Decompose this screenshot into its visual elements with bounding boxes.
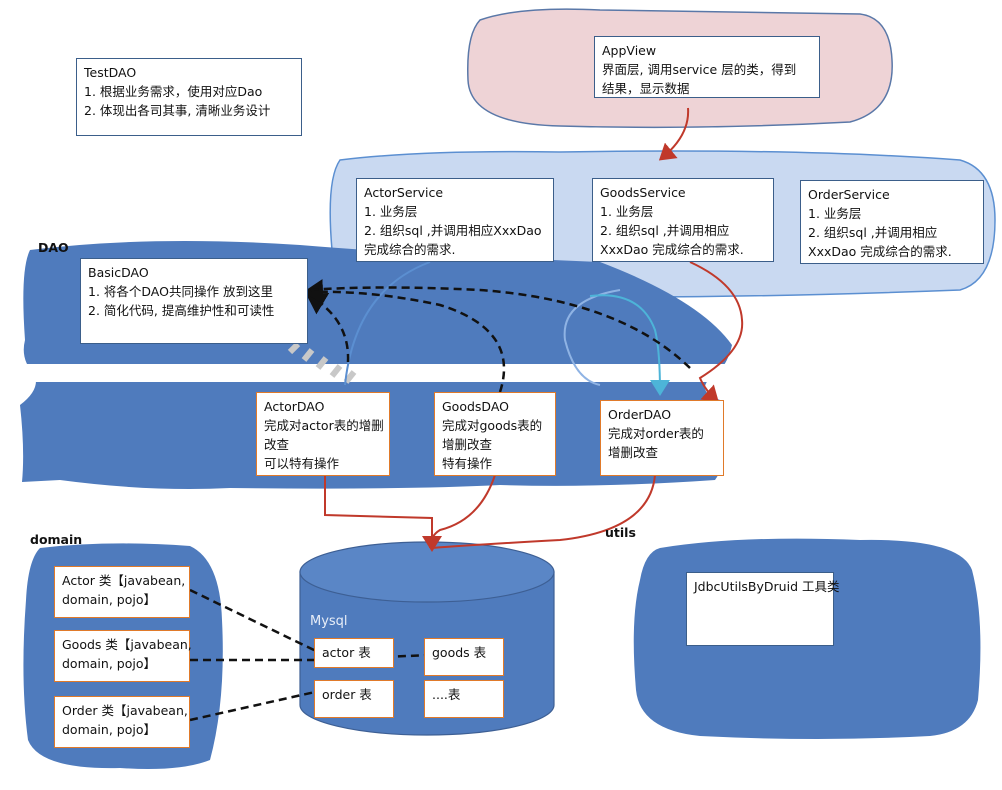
basicdao-line-2: 2. 简化代码, 提高维护性和可读性 [88,303,275,318]
actor-class-to-table-dashed [189,588,319,654]
goods-class-line-2: domain, pojo】 [62,656,156,671]
orderdao-to-basicdao-dashed [307,286,691,369]
mysql-cylinder-top [299,541,555,603]
actordao-line-3: 可以特有操作 [264,456,340,471]
goodsservice-line-1: 1. 业务层 [600,204,654,219]
goodsservice-title: GoodsService [600,185,686,200]
goodsservice-to-orderdao-line [589,294,670,396]
testdao-box: TestDAO 1. 根据业务需求，使用对应Dao 2. 体现出各司其事, 清晰… [76,58,302,136]
basicdao-line-1: 1. 将各个DAO共同操作 放到这里 [88,284,273,299]
actordao-line-1: 完成对actor表的增删 [264,418,384,433]
goodsdao-line-2: 增删改查 [442,437,493,452]
appview-to-service-arrow [658,107,690,161]
goodsservice-box: GoodsService 1. 业务层 2. 组织sql ,并调用相应 XxxD… [592,178,774,262]
orderdao-line-2: 增删改查 [608,445,659,460]
utils-label: utils [605,525,636,540]
orderservice-box: OrderService 1. 业务层 2. 组织sql ,并调用相应 XxxD… [800,180,984,264]
gray-hatched-arrow [287,341,357,384]
goods-table-label: goods 表 [432,645,487,660]
appview-line-2: 结果，显示数据 [602,81,690,96]
appview-box: AppView 界面层, 调用service 层的类，得到 结果，显示数据 [594,36,820,98]
goods-class-line-1: Goods 类【javabean, [62,637,192,652]
actor-table-label: actor 表 [322,645,371,660]
actorservice-line-3: 完成综合的需求. [364,242,456,257]
order-class-line-2: domain, pojo】 [62,722,156,737]
goodsdao-line-1: 完成对goods表的 [442,418,543,433]
other-table-label: ....表 [432,687,461,702]
dao-label: DAO [38,240,69,255]
goodsservice-line-3: XxxDao 完成综合的需求. [600,242,744,257]
goods-table-box: goods 表 [424,638,504,676]
order-class-line-1: Order 类【javabean, [62,703,188,718]
actor-class-line-2: domain, pojo】 [62,592,156,607]
actordao-title: ActorDAO [264,399,325,414]
actordao-line-2: 改查 [264,437,290,452]
actor-class-box: Actor 类【javabean, domain, pojo】 [54,566,190,618]
actorservice-line-1: 1. 业务层 [364,204,418,219]
goodsdao-box: GoodsDAO 完成对goods表的 增删改查 特有操作 [434,392,556,476]
goods-class-box: Goods 类【javabean, domain, pojo】 [54,630,192,682]
order-class-box: Order 类【javabean, domain, pojo】 [54,696,190,748]
appview-title: AppView [602,43,657,58]
actor-class-line-1: Actor 类【javabean, [62,573,186,588]
orderservice-to-orderdao-line [689,261,744,403]
goodsdao-line-3: 特有操作 [442,456,493,471]
order-class-to-table-dashed [189,690,316,722]
dao-white-stripe [0,364,740,382]
jdbcutils-box: JdbcUtilsByDruid 工具类 [686,572,840,646]
testdao-title: TestDAO [84,65,137,80]
domain-label: domain [30,532,83,547]
orderservice-line-1: 1. 业务层 [808,206,862,221]
other-table-box: ....表 [424,680,504,718]
jdbcutils-title: JdbcUtilsByDruid 工具类 [694,579,840,594]
goodsdao-to-mysql-arrow [429,474,496,549]
actor-table-box: actor 表 [314,638,394,668]
basicdao-title: BasicDAO [88,265,149,280]
actordao-box: ActorDAO 完成对actor表的增删 改查 可以特有操作 [256,392,390,476]
orderdao-to-mysql-arrow [431,474,656,549]
testdao-line-2: 2. 体现出各司其事, 清晰业务设计 [84,103,271,118]
goodsservice-to-goodsdao-line [563,289,621,386]
orderdao-box: OrderDAO 完成对order表的 增删改查 [600,400,724,476]
basicdao-box: BasicDAO 1. 将各个DAO共同操作 放到这里 2. 简化代码, 提高维… [80,258,308,344]
goodsdao-title: GoodsDAO [442,399,510,414]
orderservice-line-2: 2. 组织sql ,并调用相应 [808,225,938,240]
actorservice-box: ActorService 1. 业务层 2. 组织sql ,并调用相应XxxDa… [356,178,554,262]
orderservice-title: OrderService [808,187,890,202]
mysql-label: Mysql [310,614,348,629]
actordao-to-mysql-arrow [324,475,442,552]
orderdao-title: OrderDAO [608,407,672,422]
actorservice-line-2: 2. 组织sql ,并调用相应XxxDao [364,223,542,238]
orderservice-line-3: XxxDao 完成综合的需求. [808,244,952,259]
orderdao-line-1: 完成对order表的 [608,426,704,441]
order-table-box: order 表 [314,680,394,718]
actorservice-to-actordao-line [344,261,431,386]
actorservice-title: ActorService [364,185,444,200]
appview-line-1: 界面层, 调用service 层的类，得到 [602,62,797,77]
testdao-line-1: 1. 根据业务需求，使用对应Dao [84,84,263,99]
goodsservice-line-2: 2. 组织sql ,并调用相应 [600,223,730,238]
order-table-label: order 表 [322,687,372,702]
goodsdao-to-basicdao-dashed [303,279,506,393]
